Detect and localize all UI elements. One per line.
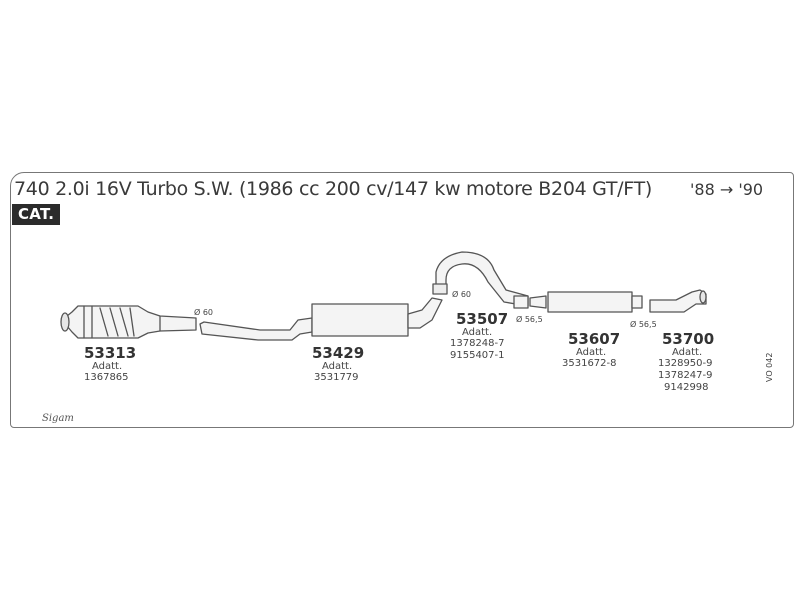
part-code[interactable]: 53313 bbox=[84, 344, 137, 362]
oem-reference: 1367865 bbox=[84, 372, 129, 383]
diameter-label: Ø 60 bbox=[194, 308, 214, 317]
adapter-label: Adatt. bbox=[672, 347, 703, 358]
figure-code: VO 042 bbox=[765, 352, 774, 382]
adapter-label: Adatt. bbox=[322, 361, 353, 372]
diagram-title: 740 2.0i 16V Turbo S.W. (1986 cc 200 cv/… bbox=[14, 178, 652, 200]
adapter-label: Adatt. bbox=[462, 327, 493, 338]
tail-pipe-53700[interactable] bbox=[649, 289, 707, 313]
oem-reference: 1328950-9 bbox=[658, 358, 713, 369]
oem-reference: 3531779 bbox=[314, 372, 359, 383]
brand-logo: Sigam bbox=[42, 413, 74, 424]
diameter-label: Ø 60 bbox=[452, 290, 472, 299]
oem-reference: 1378248-7 bbox=[450, 338, 505, 349]
oem-reference: 9155407-1 bbox=[450, 350, 505, 361]
oem-reference: 3531672-8 bbox=[562, 358, 617, 369]
middle-silencer-53429[interactable] bbox=[199, 297, 443, 341]
part-code[interactable]: 53607 bbox=[568, 330, 621, 348]
oem-reference: 9142998 bbox=[664, 382, 709, 393]
year-range: '88 → '90 bbox=[690, 180, 764, 199]
catalytic-converter-53313[interactable] bbox=[60, 305, 197, 339]
part-code[interactable]: 53429 bbox=[312, 344, 365, 362]
adapter-label: Adatt. bbox=[576, 347, 607, 358]
part-code[interactable]: 53507 bbox=[456, 310, 509, 328]
adapter-label: Adatt. bbox=[92, 361, 123, 372]
rear-silencer-53607[interactable] bbox=[513, 291, 643, 313]
catalyst-badge: CAT. bbox=[12, 204, 61, 225]
part-code[interactable]: 53700 bbox=[662, 330, 715, 348]
oem-reference: 1378247-9 bbox=[658, 370, 713, 381]
diameter-label: Ø 56,5 bbox=[630, 320, 657, 329]
diameter-label: Ø 56,5 bbox=[516, 315, 543, 324]
